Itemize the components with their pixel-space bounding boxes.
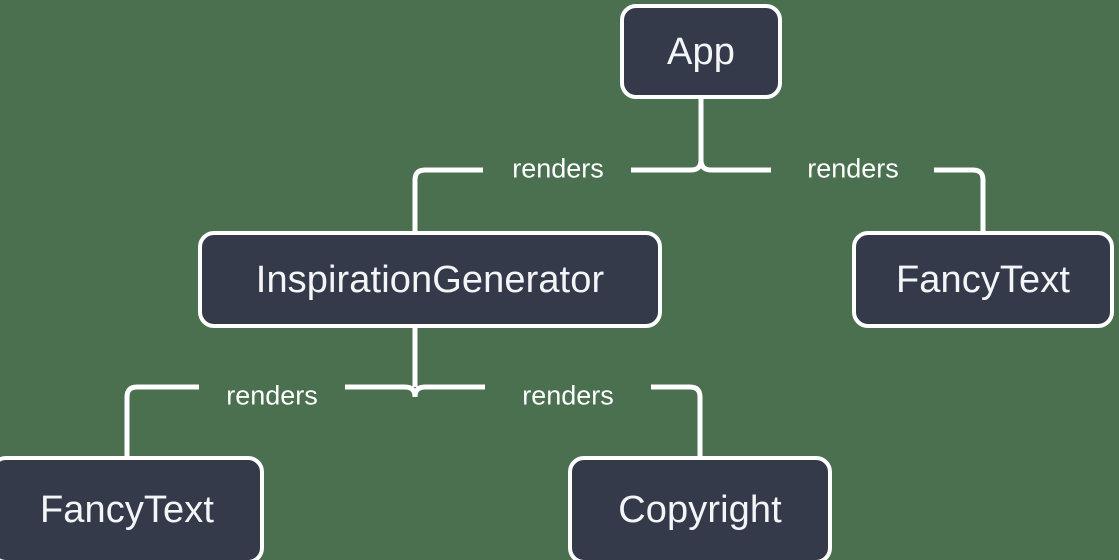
node-fancytext-bottom[interactable]: FancyText [0,456,264,560]
node-app[interactable]: App [620,4,782,99]
edge-label-app-to-fancytext-right: renders [807,153,899,184]
edge-label-app-to-inspiration: renders [512,153,604,184]
edge-label-inspiration-to-fancytext-bottom: renders [226,380,318,411]
edge-label-inspiration-to-copyright: renders [522,380,614,411]
node-copyright[interactable]: Copyright [568,456,832,560]
node-fancytext-right[interactable]: FancyText [852,231,1114,328]
node-copyright-label: Copyright [618,489,782,531]
node-inspiration-generator[interactable]: InspirationGenerator [198,231,662,328]
node-inspiration-generator-label: InspirationGenerator [255,258,605,301]
node-app-label: App [667,30,735,73]
node-fancytext-right-label: FancyText [895,258,1071,301]
node-fancytext-bottom-label: FancyText [39,489,215,531]
